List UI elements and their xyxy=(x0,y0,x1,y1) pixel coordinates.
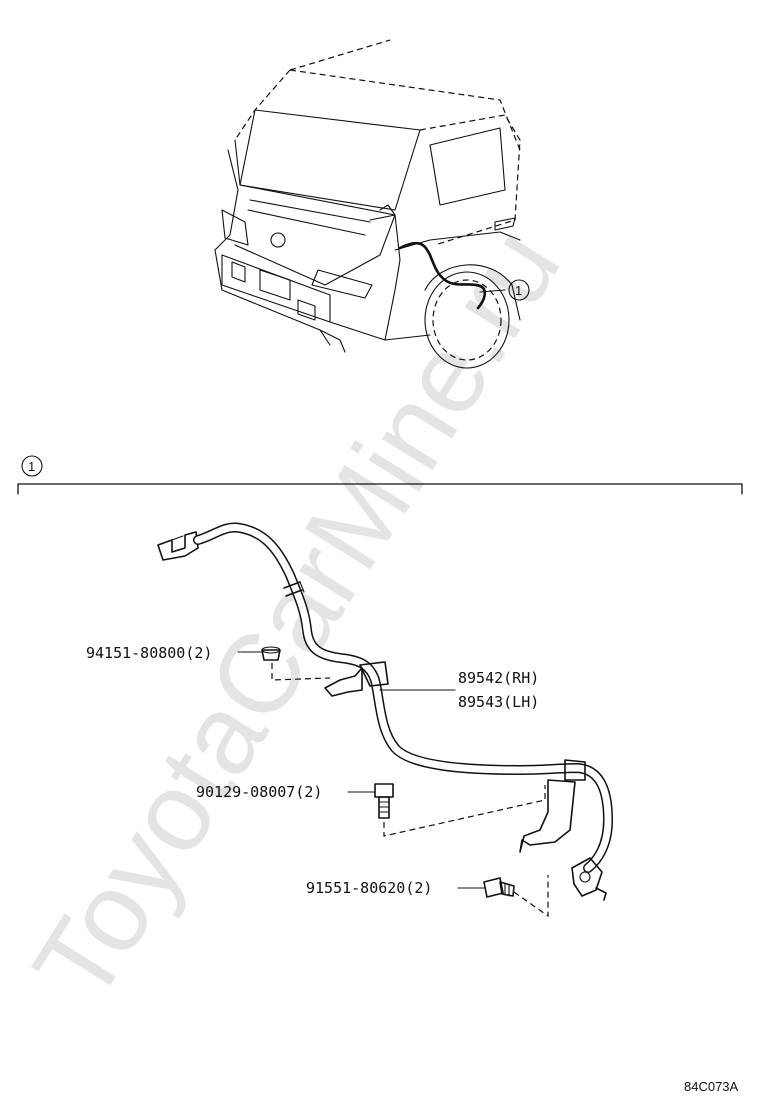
diagram-code: 84C073A xyxy=(684,1079,739,1094)
part-number-bolt-a: 90129-08007(2) xyxy=(196,783,322,801)
bolt-fastener-a xyxy=(374,783,394,819)
part-number-sensor-rh: 89542(RH) xyxy=(458,669,539,687)
truck-illustration: 1 xyxy=(214,39,530,369)
clip-fastener xyxy=(261,646,281,661)
truck-callout-number: 1 xyxy=(515,283,522,298)
abs-sensor-harness xyxy=(157,522,613,901)
section-reference-number: 1 xyxy=(28,459,35,474)
part-number-bolt-b: 91551-80620(2) xyxy=(306,879,432,897)
part-number-sensor-lh: 89543(LH) xyxy=(458,693,539,711)
section-header: 1 xyxy=(17,455,743,495)
watermark-text: ToyotaCarMine.ru xyxy=(9,207,583,1023)
bolt-fastener-b xyxy=(483,877,515,898)
part-number-clip: 94151-80800(2) xyxy=(86,644,212,662)
